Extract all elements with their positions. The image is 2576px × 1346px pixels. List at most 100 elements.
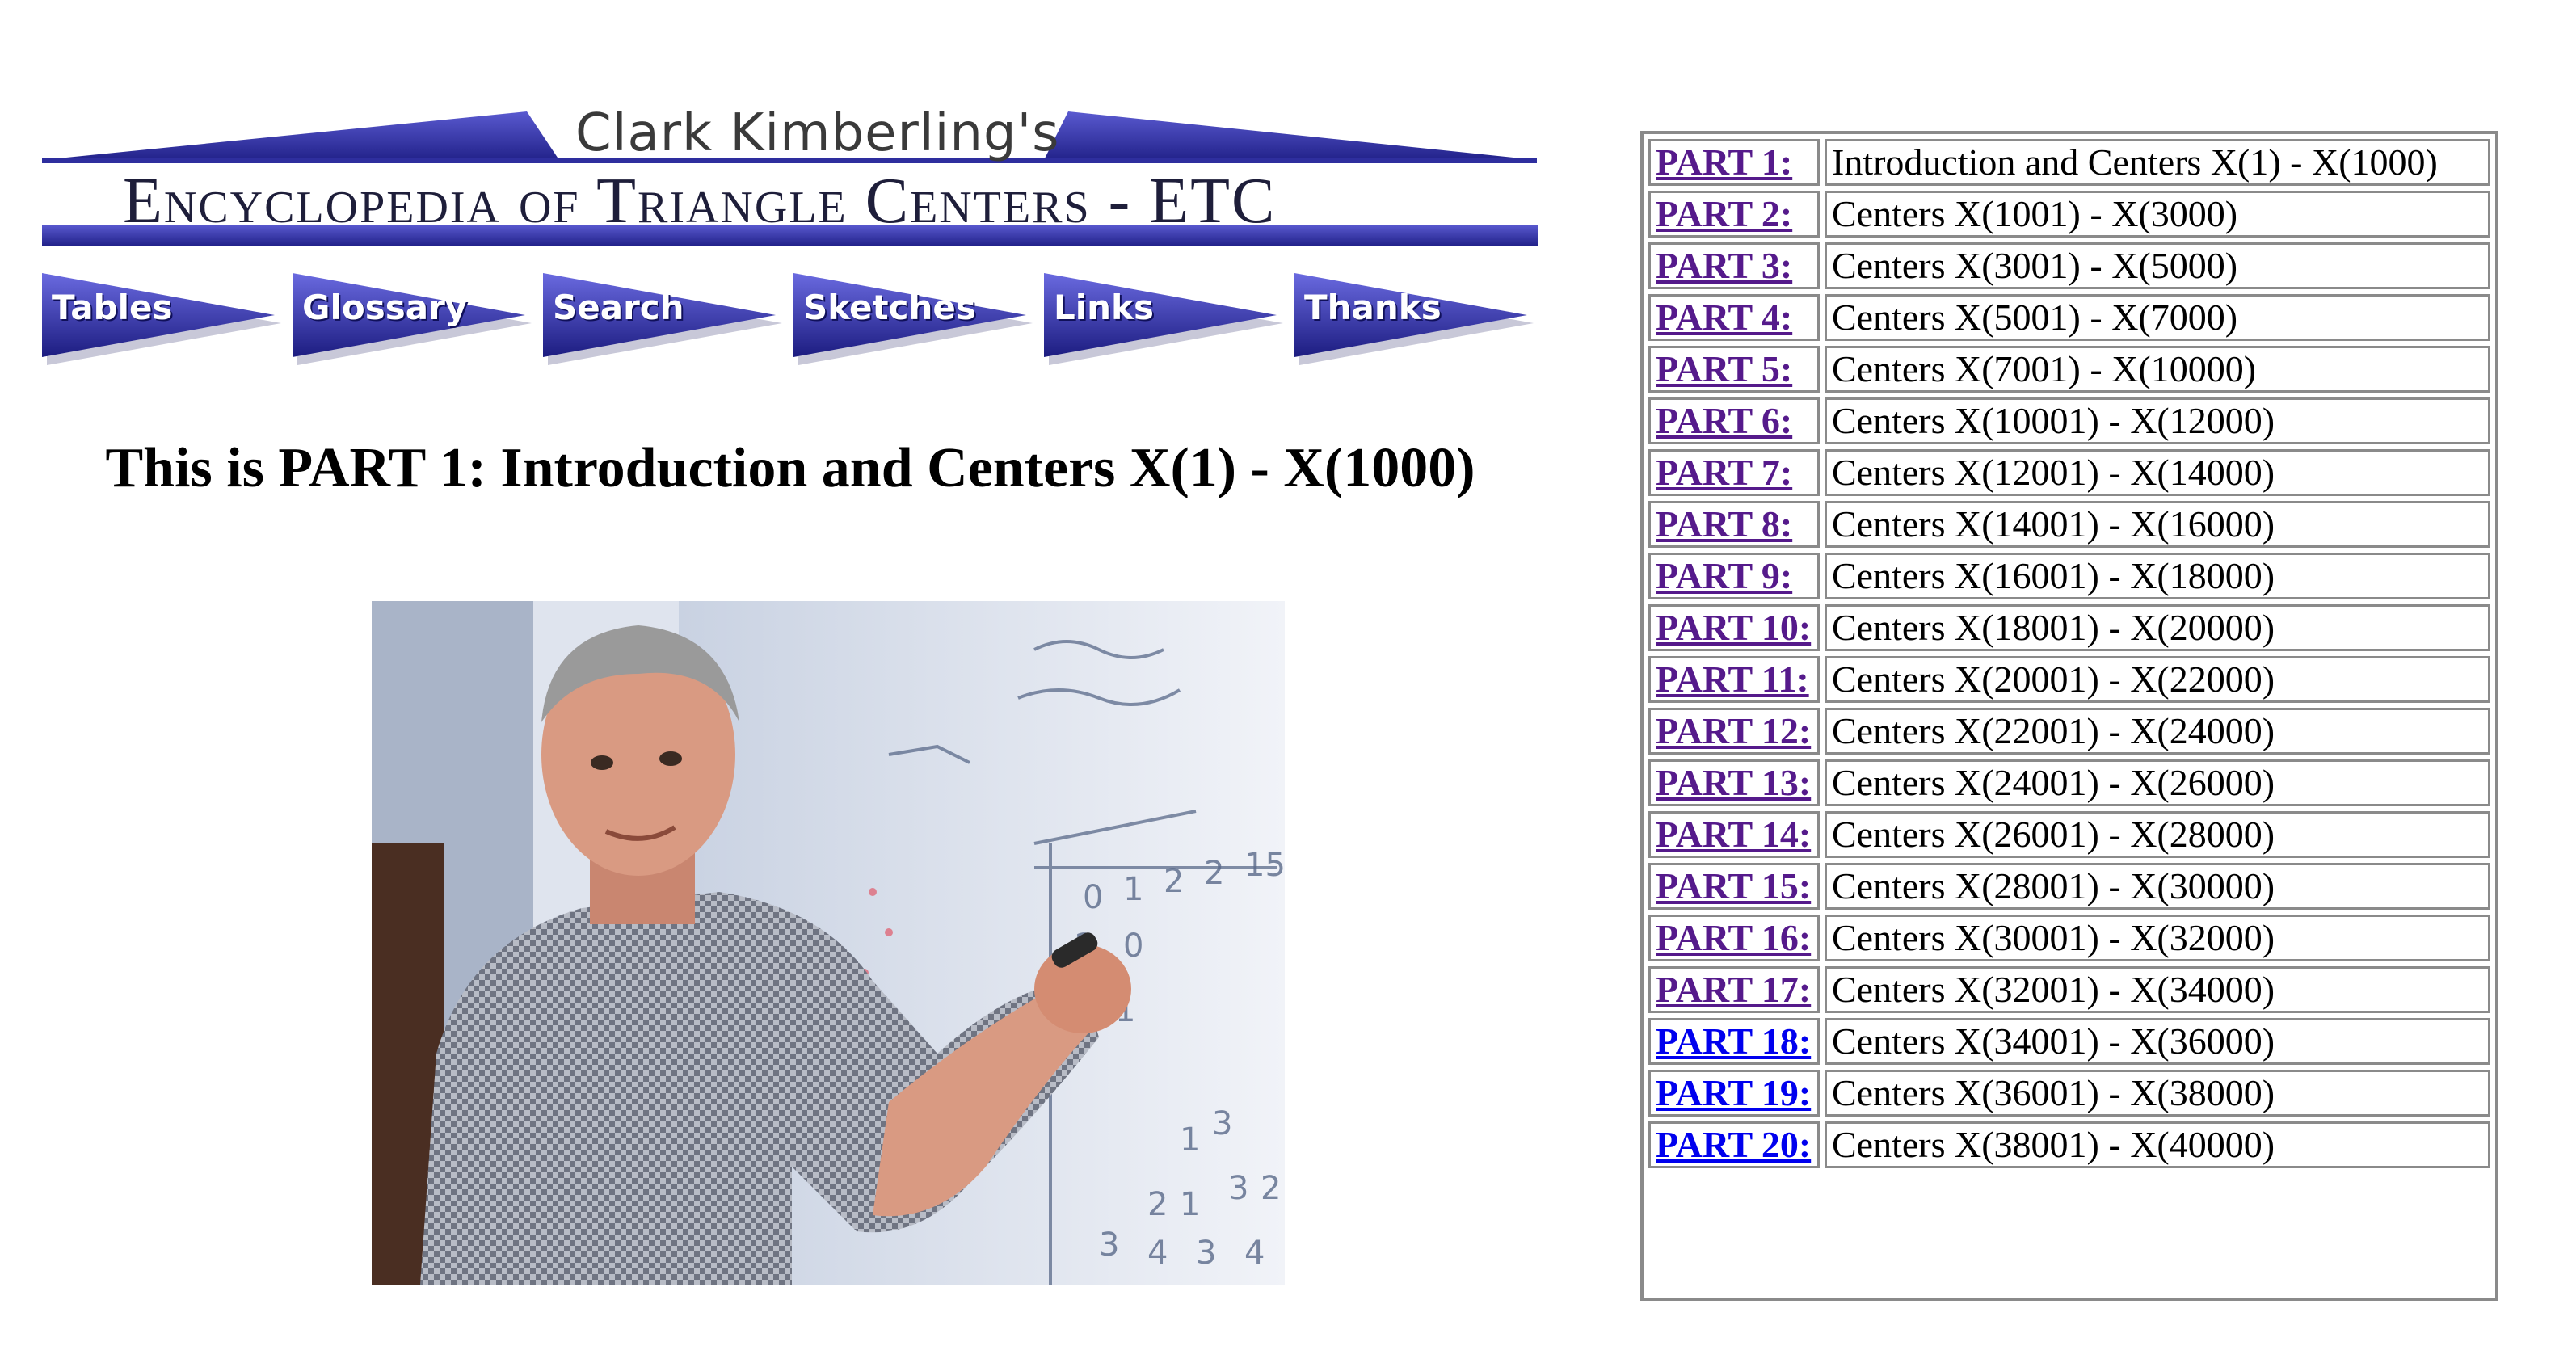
part-description: Centers X(34001) - X(36000) <box>1825 1018 2490 1065</box>
part-link[interactable]: PART 8: <box>1656 503 1793 545</box>
parts-table: PART 1: Introduction and Centers X(1) - X… <box>1640 131 2498 1301</box>
part-link[interactable]: PART 19: <box>1656 1072 1812 1113</box>
svg-text:3: 3 <box>1196 1235 1216 1272</box>
part-description: Introduction and Centers X(1) - X(1000) <box>1825 139 2490 186</box>
part-description: Centers X(7001) - X(10000) <box>1825 346 2490 393</box>
nav-label: Glossary <box>302 288 468 327</box>
nav-label: Search <box>553 288 684 327</box>
part-description: Centers X(5001) - X(7000) <box>1825 294 2490 341</box>
part-description: Centers X(24001) - X(26000) <box>1825 759 2490 806</box>
svg-text:1: 1 <box>1123 871 1143 908</box>
part-description: Centers X(18001) - X(20000) <box>1825 604 2490 651</box>
svg-text:2: 2 <box>1261 1170 1281 1207</box>
table-row: PART 2: Centers X(1001) - X(3000) <box>1648 191 2490 238</box>
part-description: Centers X(28001) - X(30000) <box>1825 863 2490 910</box>
part-link[interactable]: PART 5: <box>1656 348 1793 389</box>
table-row: PART 13: Centers X(24001) - X(26000) <box>1648 759 2490 806</box>
site-banner: Clark Kimberling's Encyclopedia of Trian… <box>42 103 1538 249</box>
page-title: This is PART 1: Introduction and Centers… <box>105 437 1475 499</box>
banner-title: Encyclopedia of Triangle Centers - ETC <box>123 166 1277 237</box>
part-description: Centers X(14001) - X(16000) <box>1825 501 2490 548</box>
part-link[interactable]: PART 3: <box>1656 245 1793 286</box>
table-row: PART 1: Introduction and Centers X(1) - X… <box>1648 139 2490 186</box>
table-row: PART 15: Centers X(28001) - X(30000) <box>1648 863 2490 910</box>
table-row: PART 7: Centers X(12001) - X(14000) <box>1648 449 2490 496</box>
nav-sketches-button[interactable]: Sketches <box>793 267 1036 368</box>
svg-text:3: 3 <box>1228 1170 1248 1207</box>
nav-bar: Tables Glossary Search Sketches Links <box>42 267 1538 380</box>
arrow-right-icon <box>1294 273 1534 365</box>
table-row: PART 4: Centers X(5001) - X(7000) <box>1648 294 2490 341</box>
part-description: Centers X(30001) - X(32000) <box>1825 915 2490 961</box>
svg-text:2: 2 <box>1204 855 1224 892</box>
nav-search-button[interactable]: Search <box>543 267 785 368</box>
part-link[interactable]: PART 15: <box>1656 865 1812 906</box>
part-link[interactable]: PART 1: <box>1656 141 1793 183</box>
nav-links-button[interactable]: Links <box>1044 267 1286 368</box>
svg-text:2: 2 <box>1164 863 1184 900</box>
table-row: PART 9: Centers X(16001) - X(18000) <box>1648 553 2490 599</box>
table-row: PART 17: Centers X(32001) - X(34000) <box>1648 966 2490 1013</box>
parts-table-grid: PART 1: Introduction and Centers X(1) - X… <box>1644 134 2495 1173</box>
arrow-right-icon <box>543 273 782 365</box>
part-link[interactable]: PART 14: <box>1656 814 1812 855</box>
table-row: PART 19: Centers X(36001) - X(38000) <box>1648 1070 2490 1117</box>
part-link[interactable]: PART 16: <box>1656 917 1812 958</box>
part-link[interactable]: PART 20: <box>1656 1124 1812 1165</box>
table-row: PART 3:Centers X(3001) - X(5000) <box>1648 242 2490 289</box>
table-row: PART 6: Centers X(10001) - X(12000) <box>1648 397 2490 444</box>
part-description: Centers X(38001) - X(40000) <box>1825 1121 2490 1168</box>
banner-author: Clark Kimberling's <box>575 103 1060 163</box>
part-link[interactable]: PART 13: <box>1656 762 1812 803</box>
nav-label: Thanks <box>1304 288 1442 327</box>
arrow-right-icon <box>42 273 281 365</box>
part-description: Centers X(22001) - X(24000) <box>1825 708 2490 755</box>
part-link[interactable]: PART 11: <box>1656 658 1809 700</box>
svg-text:4: 4 <box>1147 1235 1168 1272</box>
banner-roof-graphic <box>42 111 1538 246</box>
table-row: PART 14: Centers X(26001) - X(28000) <box>1648 811 2490 858</box>
svg-text:15: 15 <box>1244 847 1285 884</box>
part-link[interactable]: PART 17: <box>1656 969 1812 1010</box>
part-link[interactable]: PART 10: <box>1656 607 1812 648</box>
arrow-right-icon <box>793 273 1033 365</box>
table-row: PART 8: Centers X(14001) - X(16000) <box>1648 501 2490 548</box>
part-description: Centers X(26001) - X(28000) <box>1825 811 2490 858</box>
part-link[interactable]: PART 9: <box>1656 555 1793 596</box>
table-row: PART 5: Centers X(7001) - X(10000) <box>1648 346 2490 393</box>
svg-text:3: 3 <box>1099 1226 1119 1264</box>
svg-text:4: 4 <box>1244 1235 1265 1272</box>
part-link[interactable]: PART 12: <box>1656 710 1812 751</box>
part-description: Centers X(1001) - X(3000) <box>1825 191 2490 238</box>
table-row: PART 18: Centers X(34001) - X(36000) <box>1648 1018 2490 1065</box>
part-description: Centers X(20001) - X(22000) <box>1825 656 2490 703</box>
arrow-right-icon <box>293 273 532 365</box>
svg-text:0: 0 <box>1123 927 1143 965</box>
part-link[interactable]: PART 2: <box>1656 193 1793 234</box>
table-row: PART 16: Centers X(30001) - X(32000) <box>1648 915 2490 961</box>
nav-thanks-button[interactable]: Thanks <box>1294 267 1537 368</box>
part-description: Centers X(16001) - X(18000) <box>1825 553 2490 599</box>
part-description: Centers X(36001) - X(38000) <box>1825 1070 2490 1117</box>
part-description: Centers X(32001) - X(34000) <box>1825 966 2490 1013</box>
part-link[interactable]: PART 6: <box>1656 400 1793 441</box>
nav-label: Sketches <box>803 288 976 327</box>
nav-label: Links <box>1054 288 1154 327</box>
svg-text:1: 1 <box>1180 1121 1200 1159</box>
table-row: PART 12: Centers X(22001) - X(24000) <box>1648 708 2490 755</box>
nav-glossary-button[interactable]: Glossary <box>293 267 535 368</box>
table-row: PART 11: Centers X(20001) - X(22000) <box>1648 656 2490 703</box>
svg-text:1: 1 <box>1180 1186 1200 1223</box>
part-description: Centers X(12001) - X(14000) <box>1825 449 2490 496</box>
nav-tables-button[interactable]: Tables <box>42 267 284 368</box>
part-link[interactable]: PART 7: <box>1656 452 1793 493</box>
table-row: PART 10: Centers X(18001) - X(20000) <box>1648 604 2490 651</box>
part-link[interactable]: PART 18: <box>1656 1020 1812 1062</box>
arrow-right-icon <box>1044 273 1283 365</box>
svg-text:3: 3 <box>1212 1105 1232 1142</box>
svg-text:0: 0 <box>1083 879 1103 916</box>
part-description: Centers X(10001) - X(12000) <box>1825 397 2490 444</box>
part-link[interactable]: PART 4: <box>1656 297 1793 338</box>
